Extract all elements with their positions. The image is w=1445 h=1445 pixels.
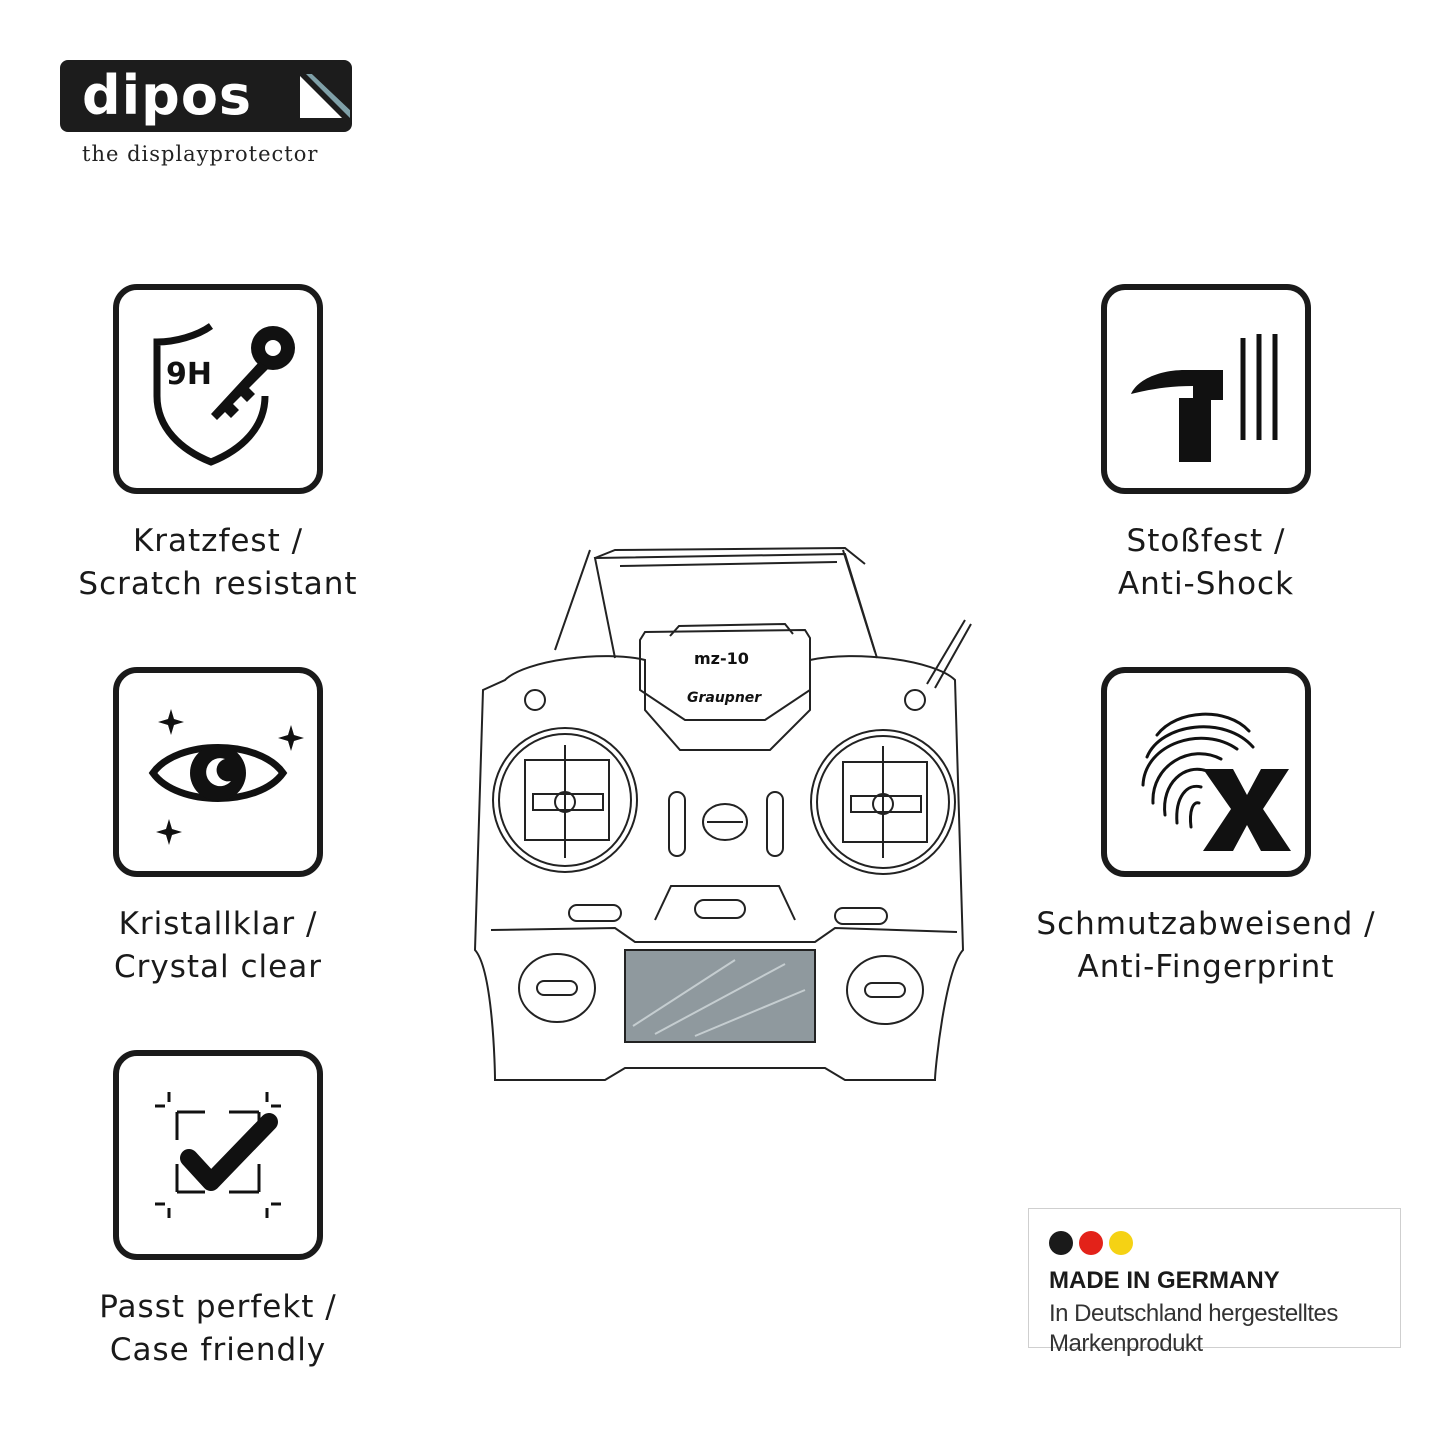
model-label: mz-10: [694, 649, 749, 668]
caption-line-de: Stoßfest /: [1126, 523, 1286, 559]
caption-line-de: Schmutzabweisend /: [1036, 906, 1376, 942]
feature-caption: Stoßfest / Anti-Shock: [1026, 520, 1386, 606]
feature-crystal-clear: Kristallklar / Crystal clear: [38, 667, 398, 989]
svg-text:9H: 9H: [166, 357, 212, 392]
badge-subtitle-line: Markenprodukt: [1049, 1330, 1203, 1357]
caption-line-de: Kristallklar /: [118, 906, 318, 942]
badge-subtitle: In Deutschland hergestelltes Markenprodu…: [1049, 1299, 1394, 1359]
badge-subtitle-line: In Deutschland hergestelltes: [1049, 1300, 1338, 1327]
logo-tagline: the displayprotector: [82, 142, 319, 166]
dipos-logo: dipos the displayprotector: [60, 60, 355, 170]
checkmark-frame-icon: [155, 1092, 281, 1218]
shield-key-9h-icon: 9H: [153, 323, 295, 466]
made-in-germany-badge: MADE IN GERMANY In Deutschland hergestel…: [1028, 1208, 1401, 1357]
caption-line-de: Passt perfekt /: [99, 1289, 337, 1325]
transmitter-illustration: mz-10 Graupner: [465, 540, 985, 1090]
eye-icon: [148, 709, 304, 845]
feature-caption: Kristallklar / Crystal clear: [38, 903, 398, 989]
brand-label: Graupner: [687, 690, 762, 706]
feature-caption: Passt perfekt / Case friendly: [38, 1286, 398, 1372]
feature-caption: Kratzfest / Scratch resistant: [38, 520, 398, 606]
logo-wordmark: dipos: [82, 64, 253, 127]
feature-anti-fingerprint: Schmutzabweisend / Anti-Fingerprint: [1026, 667, 1386, 989]
transmitter-drawing: mz-10 Graupner: [473, 546, 972, 1081]
logo-box: dipos: [60, 60, 352, 132]
caption-line-en: Anti-Fingerprint: [1077, 949, 1335, 985]
black-dot-icon: [1049, 1231, 1073, 1255]
feature-icon-frame: [1101, 284, 1311, 494]
caption-line-en: Scratch resistant: [78, 566, 358, 602]
feature-scratch-resistant: 9H Kratzfest / Scratch resistant: [38, 284, 398, 606]
feature-anti-shock: Stoßfest / Anti-Shock: [1026, 284, 1386, 606]
feature-caption: Schmutzabweisend / Anti-Fingerprint: [1026, 903, 1386, 989]
feature-icon-frame: [113, 1050, 323, 1260]
yellow-dot-icon: [1109, 1231, 1133, 1255]
feature-case-friendly: Passt perfekt / Case friendly: [38, 1050, 398, 1372]
badge-title: MADE IN GERMANY: [1049, 1267, 1280, 1294]
red-dot-icon: [1079, 1231, 1103, 1255]
caption-line-de: Kratzfest /: [132, 523, 304, 559]
caption-line-en: Case friendly: [109, 1332, 327, 1368]
feature-icon-frame: 9H: [113, 284, 323, 494]
fingerprint-x-icon: [1141, 712, 1291, 851]
feature-icon-frame: [1101, 667, 1311, 877]
feature-icon-frame: [113, 667, 323, 877]
peel-corner-icon: [300, 74, 350, 118]
caption-line-en: Anti-Shock: [1117, 566, 1295, 602]
caption-line-en: Crystal clear: [114, 949, 322, 985]
hammer-icon: [1131, 334, 1278, 462]
